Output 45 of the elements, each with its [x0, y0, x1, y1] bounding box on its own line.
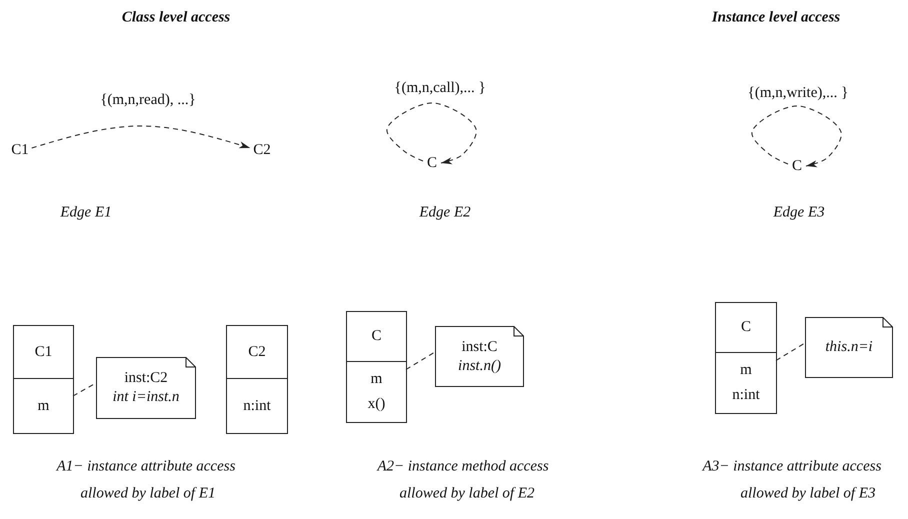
- dashed-arrow: [31, 126, 251, 148]
- class-name: C: [792, 158, 802, 174]
- class-box: [13, 325, 74, 434]
- member-name: m: [370, 371, 382, 388]
- edge-caption: Edge E1: [60, 204, 112, 222]
- section-heading: Class level access: [122, 10, 230, 26]
- note-text: inst:C2: [124, 369, 168, 388]
- edge-label: {(m,n,read), ...}: [99, 92, 197, 108]
- edge-label: {(m,n,call),... }: [393, 80, 487, 96]
- caption-text: A2− instance method access: [377, 458, 549, 476]
- note-text: this.n=i: [825, 338, 873, 357]
- class-name: C1: [34, 342, 54, 362]
- class-name: C2: [247, 342, 267, 362]
- note-text: int i=inst.n: [112, 388, 180, 407]
- class-name: C: [740, 318, 752, 337]
- edge-caption: Edge E2: [419, 204, 471, 222]
- note-text: inst:C: [462, 338, 498, 356]
- member-name: n:int: [732, 387, 760, 404]
- member-name: m: [740, 362, 752, 379]
- caption-text: allowed by label of E2: [400, 486, 534, 502]
- class-box: [346, 311, 407, 423]
- edge-caption: Edge E3: [773, 204, 825, 222]
- caption-text: A1− instance attribute access: [56, 458, 236, 476]
- member-name: m: [38, 398, 50, 414]
- section-heading: Instance level access: [712, 10, 840, 26]
- caption-text: A3− instance attribute access: [702, 458, 882, 476]
- dashed-arrow: [751, 106, 842, 168]
- caption-text: allowed by label of E3: [740, 486, 876, 502]
- leader-line: [776, 342, 806, 361]
- class-box: [715, 302, 777, 414]
- class-name: C2: [253, 142, 271, 158]
- member-name: x(): [368, 396, 386, 413]
- class-name: C1: [11, 142, 29, 158]
- class-name: C: [370, 327, 382, 346]
- leader-line: [406, 352, 436, 370]
- note: [805, 317, 893, 378]
- member-name: n:int: [243, 398, 271, 414]
- note: [96, 357, 196, 419]
- note: [435, 326, 524, 387]
- class-box: [226, 325, 288, 434]
- class-name: C: [427, 154, 437, 172]
- caption-text: allowed by label of E1: [80, 486, 216, 502]
- edge-label: {(m,n,write),... }: [746, 84, 850, 102]
- note-text: inst.n(): [458, 356, 501, 376]
- dashed-arrow: [386, 102, 477, 164]
